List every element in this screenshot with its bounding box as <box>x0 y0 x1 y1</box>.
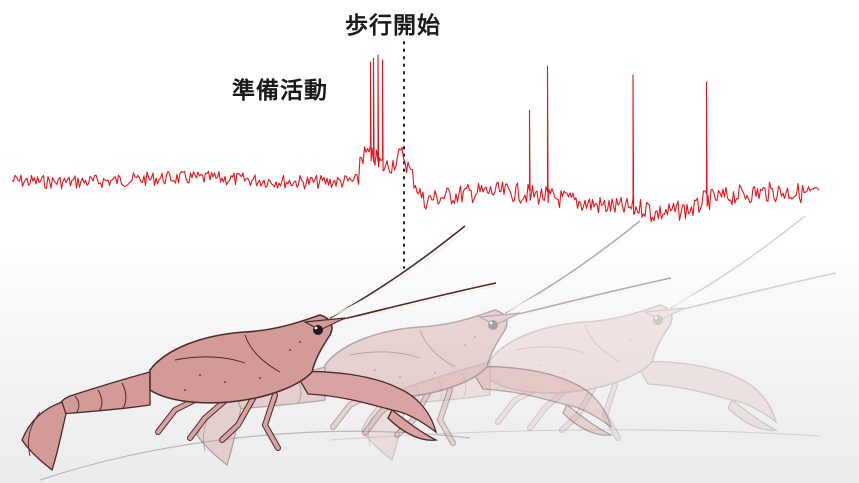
walking-onset-label: 歩行開始 <box>345 6 441 40</box>
preparatory-activity-label: 準備活動 <box>232 71 328 105</box>
neural-activity-trace <box>12 55 819 222</box>
ground-line <box>40 431 470 480</box>
